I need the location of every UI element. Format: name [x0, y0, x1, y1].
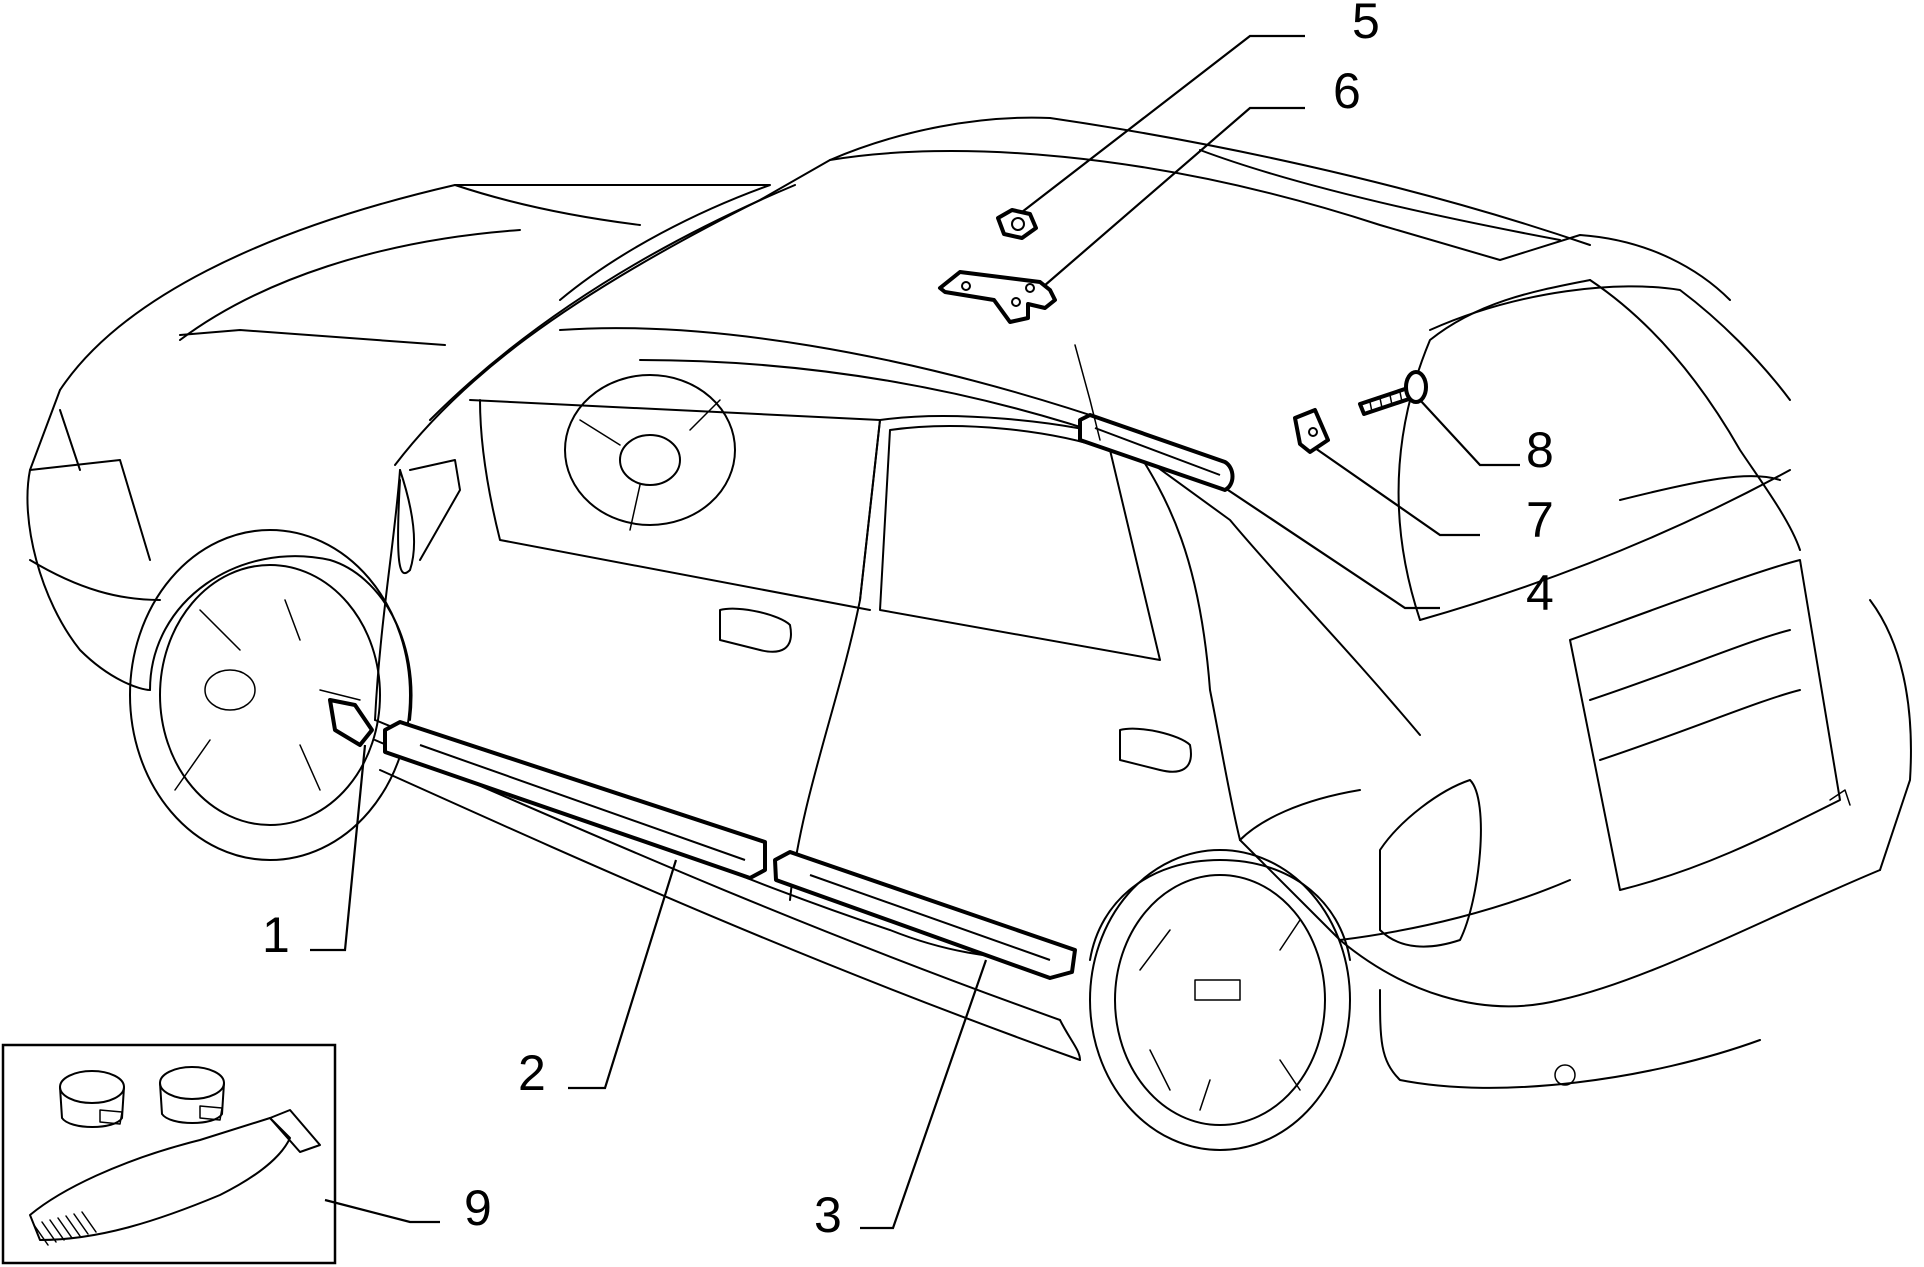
cap-icon	[159, 1066, 225, 1124]
callout-3: 3	[814, 1187, 842, 1243]
leader-6	[1043, 106, 1305, 287]
leader-5	[1021, 34, 1305, 213]
cap-icon	[59, 1070, 125, 1128]
leader-3	[860, 959, 988, 1230]
callout-7: 7	[1526, 492, 1554, 548]
callout-2: 2	[518, 1045, 546, 1101]
callout-9: 9	[464, 1180, 492, 1236]
callout-labels: 1 2 3 4 5 6 7 8 9	[262, 0, 1554, 1243]
part-3-rear-door-molding	[773, 850, 1077, 980]
callout-4: 4	[1526, 565, 1554, 621]
part-8-screw-icon	[1358, 370, 1428, 416]
callout-5: 5	[1352, 0, 1380, 49]
callout-8: 8	[1526, 422, 1554, 478]
part-5-nut-icon	[996, 208, 1038, 240]
leader-7	[1314, 447, 1480, 537]
callout-1: 1	[262, 907, 290, 963]
callout-6: 6	[1333, 63, 1361, 119]
part-4-roof-rail-molding	[1078, 413, 1235, 492]
part-2-front-door-molding	[383, 720, 767, 880]
leader-8	[1419, 399, 1520, 467]
part-9-repair-kit-inset	[1, 1043, 337, 1265]
part-7-clip-icon	[1293, 408, 1330, 454]
part-6-bracket-icon	[938, 270, 1057, 324]
part-1-front-fender-molding	[328, 698, 374, 747]
leader-2	[568, 859, 678, 1090]
adhesive-tube-icon	[29, 1109, 321, 1246]
leader-9	[324, 1198, 440, 1224]
leader-4	[1224, 487, 1440, 610]
leader-lines	[310, 34, 1520, 1230]
leader-1	[310, 744, 367, 952]
